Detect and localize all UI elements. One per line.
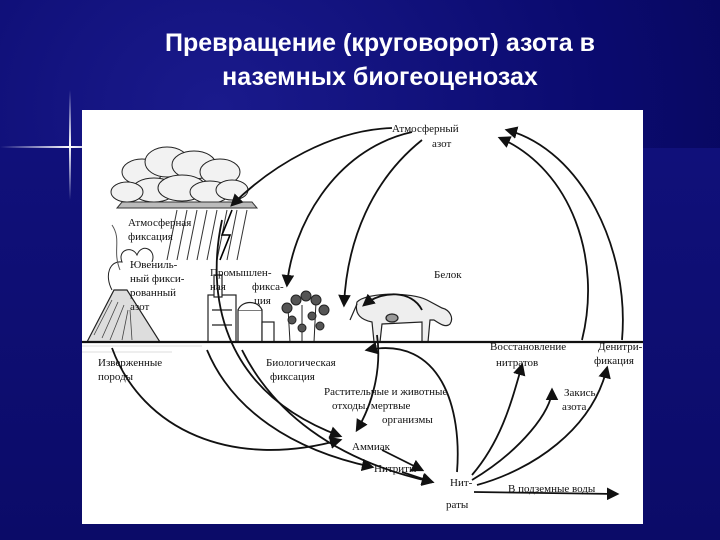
arrow-to-groundwater (473, 487, 620, 501)
label-nitrous-oxide-1: Закись (564, 387, 596, 399)
label-nitrites: Нитриты (374, 463, 417, 475)
label-juvenile-1: Ювениль- (130, 259, 178, 271)
arrow-nitrates-to-n2o (471, 387, 559, 481)
slide-title: Превращение (круговорот) азота в наземны… (60, 26, 700, 94)
nitrogen-cycle-diagram: Атмосферный азот Атмосферная фиксация Юв… (82, 110, 643, 524)
label-juvenile-2: ный фикси- (130, 273, 185, 285)
rain-illustration (166, 209, 248, 261)
label-denitrification-1: Денитри- (598, 341, 643, 353)
diagram-labels: Атмосферный азот Атмосферная фиксация Юв… (98, 123, 643, 511)
volcano-illustration (86, 224, 162, 343)
label-waste-1: Растительные и животные (324, 386, 447, 398)
slide-title-line2: наземных биогеоценозах (222, 63, 538, 91)
arrow-ammonia-to-nitrites (381, 449, 425, 472)
arrow-rocks-to-ammonia (111, 347, 343, 451)
diagram-canvas: Атмосферный азот Атмосферная фиксация Юв… (82, 123, 643, 511)
label-nitrous-oxide-2: азота (562, 401, 586, 413)
slide-title-line1: Превращение (круговорот) азота в (165, 29, 595, 57)
arrow-outer-return (504, 126, 624, 341)
label-ammonia: Аммиак (352, 441, 391, 453)
cow-illustration (349, 293, 453, 343)
label-nitrate-reduction-2: нитратов (496, 357, 538, 369)
label-waste-2: отходы, мертвые (332, 400, 411, 412)
label-industrial-2: ная (210, 281, 226, 293)
label-atmospheric-fixation-1: Атмосферная (128, 217, 191, 229)
label-groundwater: В подземные воды (508, 483, 596, 495)
arrow-denitrification-to-atm (497, 136, 589, 341)
cloud-illustration (110, 146, 259, 209)
plant-illustration (281, 290, 330, 343)
label-atmospheric-nitrogen-1: Атмосферный (392, 123, 459, 135)
label-nitrates-2: раты (446, 499, 469, 511)
cycle-arrows (111, 126, 624, 501)
label-industrial-3: фикса- (252, 281, 284, 293)
label-nitrate-reduction-1: Восстановление (490, 341, 566, 353)
label-nitrates-1: Нит- (450, 477, 473, 489)
arrow-nitrites-to-nitrates (401, 471, 435, 485)
arrow-atm-to-industrial (281, 131, 413, 288)
label-denitrification-2: фикация (594, 355, 634, 367)
arrow-nitrates-to-reduction (471, 362, 526, 476)
arrow-protein (362, 293, 423, 311)
label-protein: Белок (434, 269, 462, 281)
arrow-nitrates-to-plants (364, 341, 459, 473)
label-industrial-4: ция (254, 295, 271, 307)
label-juvenile-3: рованный (130, 287, 176, 299)
sparkle-decoration-vertical (69, 90, 71, 200)
label-atmospheric-nitrogen-2: азот (432, 138, 452, 150)
arrow-biofix-to-nitrates (241, 349, 435, 486)
arrow-nitrates-to-denitrification (476, 365, 611, 486)
arrow-industrial-to-nitrites (206, 349, 375, 472)
label-igneous-2: породы (98, 371, 134, 383)
arrow-atm-to-biofix (338, 139, 423, 308)
ground-hatch (82, 345, 202, 353)
arrow-atmfix-to-ammonia (215, 219, 343, 439)
label-atmospheric-fixation-2: фиксация (128, 231, 173, 243)
label-biofix-2: фиксация (270, 371, 315, 383)
label-igneous-1: Изверженные (98, 357, 162, 369)
arrow-atm-to-fixation (230, 127, 393, 207)
label-biofix-1: Биологическая (266, 357, 336, 369)
label-juvenile-4: азот (130, 301, 150, 313)
label-waste-3: организмы (382, 414, 433, 426)
label-industrial-1: Промышлен- (210, 267, 272, 279)
